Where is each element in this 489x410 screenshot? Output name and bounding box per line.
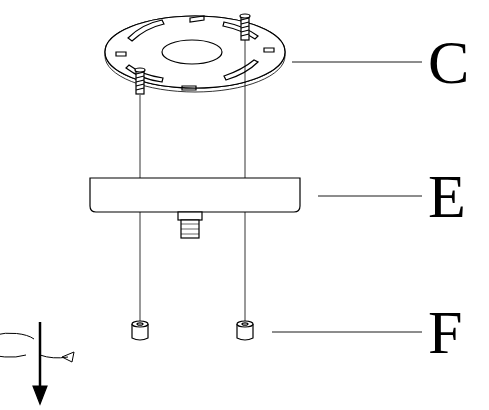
nut xyxy=(132,321,148,340)
mounting-plate xyxy=(105,16,285,92)
nut xyxy=(237,321,253,340)
part-label: E xyxy=(428,165,466,227)
screw xyxy=(135,68,145,94)
rotation-arrow xyxy=(0,322,74,404)
part-label: C xyxy=(428,31,469,93)
leader-line xyxy=(272,62,422,332)
part-label: F xyxy=(428,301,462,363)
canopy xyxy=(90,178,300,238)
screw xyxy=(240,14,250,40)
